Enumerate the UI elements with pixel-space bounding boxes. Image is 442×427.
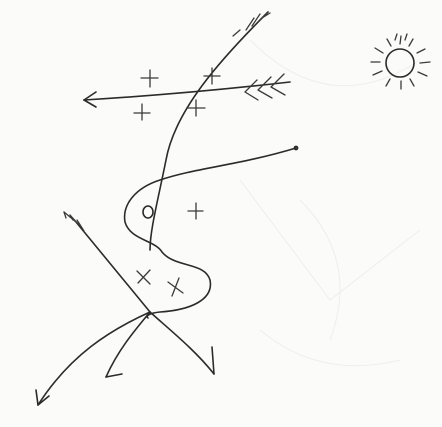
s-curve-marks bbox=[137, 203, 203, 296]
wavy-line bbox=[125, 146, 298, 318]
paper-texture bbox=[240, 40, 420, 366]
arrow-icon bbox=[84, 74, 290, 107]
short-arrow-down-left bbox=[106, 312, 150, 377]
long-curved-arrow bbox=[36, 12, 270, 405]
sun-icon bbox=[371, 34, 430, 89]
